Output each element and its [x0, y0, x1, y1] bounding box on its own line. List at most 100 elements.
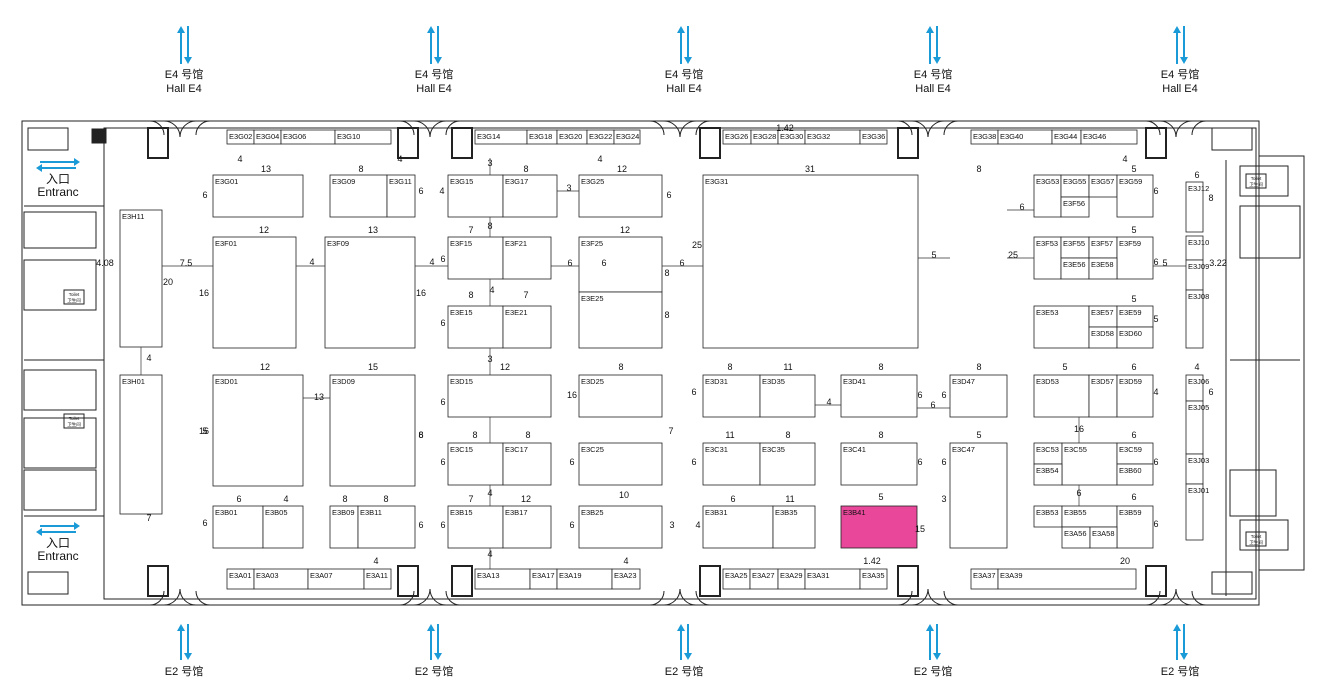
booth-e3f56[interactable]: E3F56 [1060, 196, 1090, 218]
booth-e3e56[interactable]: E3E56 [1060, 257, 1090, 280]
booth-e3g57[interactable]: E3G57 [1088, 174, 1118, 198]
booth-e3d35[interactable]: E3D35 [759, 374, 816, 418]
booth-e3f53[interactable]: E3F53 [1033, 236, 1062, 280]
booth-e3e53[interactable]: E3E53 [1033, 305, 1090, 349]
booth-e3g10[interactable]: E3G10 [334, 129, 392, 145]
booth-e3a01[interactable]: E3A01 [226, 568, 255, 590]
booth-e3g22[interactable]: E3G22 [586, 129, 615, 145]
booth-e3c25[interactable]: E3C25 [578, 442, 663, 486]
booth-e3d53[interactable]: E3D53 [1033, 374, 1090, 418]
booth-e3g11[interactable]: E3G11 [386, 174, 416, 218]
booth-e3a29[interactable]: E3A29 [777, 568, 806, 590]
booth-e3d25[interactable]: E3D25 [578, 374, 663, 418]
booth-e3g15[interactable]: E3G15 [447, 174, 504, 218]
booth-e3b41[interactable]: E3B41 [840, 505, 918, 549]
booth-e3b60[interactable]: E3B60 [1116, 463, 1154, 486]
booth-e3b05[interactable]: E3B05 [262, 505, 304, 549]
booth-e3f59[interactable]: E3F59 [1116, 236, 1154, 280]
booth-e3c59[interactable]: E3C59 [1116, 442, 1154, 465]
booth-e3g28[interactable]: E3G28 [750, 129, 779, 145]
booth-e3d31[interactable]: E3D31 [702, 374, 761, 418]
booth-e3a07[interactable]: E3A07 [307, 568, 365, 590]
booth-e3e59[interactable]: E3E59 [1116, 305, 1154, 328]
booth-e3g24[interactable]: E3G24 [613, 129, 641, 145]
booth-e3d41[interactable]: E3D41 [840, 374, 918, 418]
booth-e3g31[interactable]: E3G31 [702, 174, 919, 349]
booth-e3a19[interactable]: E3A19 [556, 568, 613, 590]
booth-e3a35[interactable]: E3A35 [859, 568, 888, 590]
booth-e3c31[interactable]: E3C31 [702, 442, 761, 486]
booth-e3e57[interactable]: E3E57 [1088, 305, 1118, 328]
booth-e3a58[interactable]: E3A58 [1089, 526, 1118, 549]
booth-e3c55[interactable]: E3C55 [1061, 442, 1118, 486]
booth-e3b53[interactable]: E3B53 [1033, 505, 1063, 528]
booth-e3c15[interactable]: E3C15 [447, 442, 504, 486]
booth-e3b35[interactable]: E3B35 [772, 505, 816, 549]
booth-e3c47[interactable]: E3C47 [949, 442, 1008, 549]
booth-e3g40[interactable]: E3G40 [997, 129, 1053, 145]
booth-e3g59[interactable]: E3G59 [1116, 174, 1154, 218]
booth-e3c41[interactable]: E3C41 [840, 442, 918, 486]
booth-e3d60[interactable]: E3D60 [1116, 326, 1154, 349]
booth-e3g38[interactable]: E3G38 [970, 129, 999, 145]
booth-e3h01[interactable]: E3H01 [119, 374, 163, 515]
booth-e3g17[interactable]: E3G17 [502, 174, 558, 218]
booth-e3f57[interactable]: E3F57 [1088, 236, 1118, 259]
booth-e3g04[interactable]: E3G04 [253, 129, 282, 145]
booth-e3g26[interactable]: E3G26 [722, 129, 752, 145]
booth-e3j09[interactable]: E3J09 [1185, 259, 1209, 291]
booth-e3a25[interactable]: E3A25 [722, 568, 751, 590]
booth-e3e58[interactable]: E3E58 [1088, 257, 1118, 280]
booth-e3j10[interactable]: E3J10 [1185, 235, 1209, 261]
booth-e3b15[interactable]: E3B15 [447, 505, 504, 549]
booth-e3f15[interactable]: E3F15 [447, 236, 504, 280]
booth-e3g46[interactable]: E3G46 [1080, 129, 1138, 145]
booth-e3c53[interactable]: E3C53 [1033, 442, 1063, 465]
booth-e3f55[interactable]: E3F55 [1060, 236, 1090, 259]
booth-e3g32[interactable]: E3G32 [804, 129, 861, 145]
booth-e3j01[interactable]: E3J01 [1185, 483, 1209, 541]
booth-e3a03[interactable]: E3A03 [253, 568, 309, 590]
booth-e3d01[interactable]: E3D01 [212, 374, 304, 487]
booth-e3b01[interactable]: E3B01 [212, 505, 264, 549]
booth-e3g55[interactable]: E3G55 [1060, 174, 1090, 198]
booth-e3d15[interactable]: E3D15 [447, 374, 552, 418]
booth-e3a17[interactable]: E3A17 [529, 568, 558, 590]
booth-e3a31[interactable]: E3A31 [804, 568, 861, 590]
booth-e3d57[interactable]: E3D57 [1088, 374, 1118, 418]
booth-e3j12[interactable]: E3J12 [1185, 181, 1209, 233]
booth-e3g53[interactable]: E3G53 [1033, 174, 1062, 218]
booth-e3a56[interactable]: E3A56 [1061, 526, 1091, 549]
booth-e3b54[interactable]: E3B54 [1033, 463, 1063, 486]
booth-e3g18[interactable]: E3G18 [526, 129, 558, 145]
booth-e3b09[interactable]: E3B09 [329, 505, 359, 549]
booth-e3b17[interactable]: E3B17 [502, 505, 552, 549]
booth-e3d58[interactable]: E3D58 [1088, 326, 1118, 349]
booth-e3g02[interactable]: E3G02 [226, 129, 255, 145]
booth-e3a39[interactable]: E3A39 [997, 568, 1137, 590]
booth-e3b11[interactable]: E3B11 [357, 505, 416, 549]
booth-e3g25[interactable]: E3G25 [578, 174, 663, 218]
booth-e3d47[interactable]: E3D47 [949, 374, 1008, 418]
booth-e3g14[interactable]: E3G14 [474, 129, 528, 145]
booth-e3a23[interactable]: E3A23 [611, 568, 641, 590]
booth-e3g20[interactable]: E3G20 [556, 129, 588, 145]
booth-e3f21[interactable]: E3F21 [502, 236, 552, 280]
booth-e3a11[interactable]: E3A11 [363, 568, 392, 590]
booth-e3b59[interactable]: E3B59 [1116, 505, 1154, 549]
booth-e3e15[interactable]: E3E15 [447, 305, 504, 349]
booth-e3a27[interactable]: E3A27 [749, 568, 779, 590]
booth-e3g44[interactable]: E3G44 [1051, 129, 1082, 145]
booth-e3d09[interactable]: E3D09 [329, 374, 416, 487]
booth-e3g06[interactable]: E3G06 [280, 129, 336, 145]
booth-e3g09[interactable]: E3G09 [329, 174, 388, 218]
booth-e3b25[interactable]: E3B25 [578, 505, 663, 549]
booth-e3c35[interactable]: E3C35 [759, 442, 816, 486]
booth-e3e21[interactable]: E3E21 [502, 305, 552, 349]
booth-e3j03[interactable]: E3J03 [1185, 453, 1209, 485]
booth-e3d59[interactable]: E3D59 [1116, 374, 1154, 418]
booth-e3b55[interactable]: E3B55 [1061, 505, 1118, 528]
booth-e3a13[interactable]: E3A13 [474, 568, 531, 590]
booth-e3c17[interactable]: E3C17 [502, 442, 552, 486]
booth-e3a37[interactable]: E3A37 [970, 568, 999, 590]
